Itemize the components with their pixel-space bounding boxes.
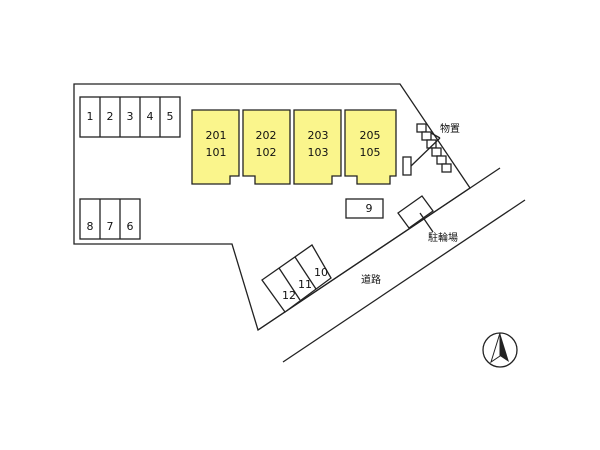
road: [257, 167, 526, 363]
building-units: 201 101 202 102 203 103 205 105: [191, 109, 397, 185]
storage-units: [402, 123, 452, 176]
parking-slot-7: 7: [107, 220, 114, 233]
unit-lower-label: 101: [206, 146, 227, 159]
parking-slot-6: 6: [127, 220, 134, 233]
unit-203-103: 203 103: [293, 109, 342, 185]
unit-lower-label: 105: [360, 146, 381, 159]
parking-slot-12: 12: [282, 289, 296, 302]
unit-upper-label: 201: [206, 129, 227, 142]
parking-slot-1: 1: [87, 110, 94, 123]
unit-201-101: 201 101: [191, 109, 240, 185]
parking-slot-2: 2: [107, 110, 114, 123]
storage-label: 物置: [440, 122, 460, 135]
parking-slot-9-label: 9: [366, 202, 373, 215]
unit-upper-label: 203: [308, 129, 329, 142]
unit-lower-label: 102: [256, 146, 277, 159]
unit-upper-label: 202: [256, 129, 277, 142]
parking-slot-3: 3: [127, 110, 134, 123]
parking-slot-8: 8: [87, 220, 94, 233]
unit-upper-label: 205: [360, 129, 381, 142]
parking-slot-5: 5: [167, 110, 174, 123]
parking-row-diagonal: 12 11 10: [261, 244, 332, 313]
parking-slot-11: 11: [298, 278, 312, 291]
north-arrow-icon: [482, 332, 518, 368]
unit-lower-label: 103: [308, 146, 329, 159]
parking-slot-4: 4: [147, 110, 154, 123]
parking-row-left: 8 7 6: [79, 198, 141, 240]
parking-slot-9: 9: [345, 198, 384, 219]
bicycle-parking-label: 駐輪場: [428, 231, 458, 244]
road-label: 道路: [361, 273, 381, 286]
parking-slot-10: 10: [314, 266, 328, 279]
bicycle-parking: [397, 195, 434, 233]
unit-202-102: 202 102: [242, 109, 291, 185]
parking-row-top: 1 2 3 4 5: [79, 96, 181, 138]
unit-205-105: 205 105: [344, 109, 397, 185]
